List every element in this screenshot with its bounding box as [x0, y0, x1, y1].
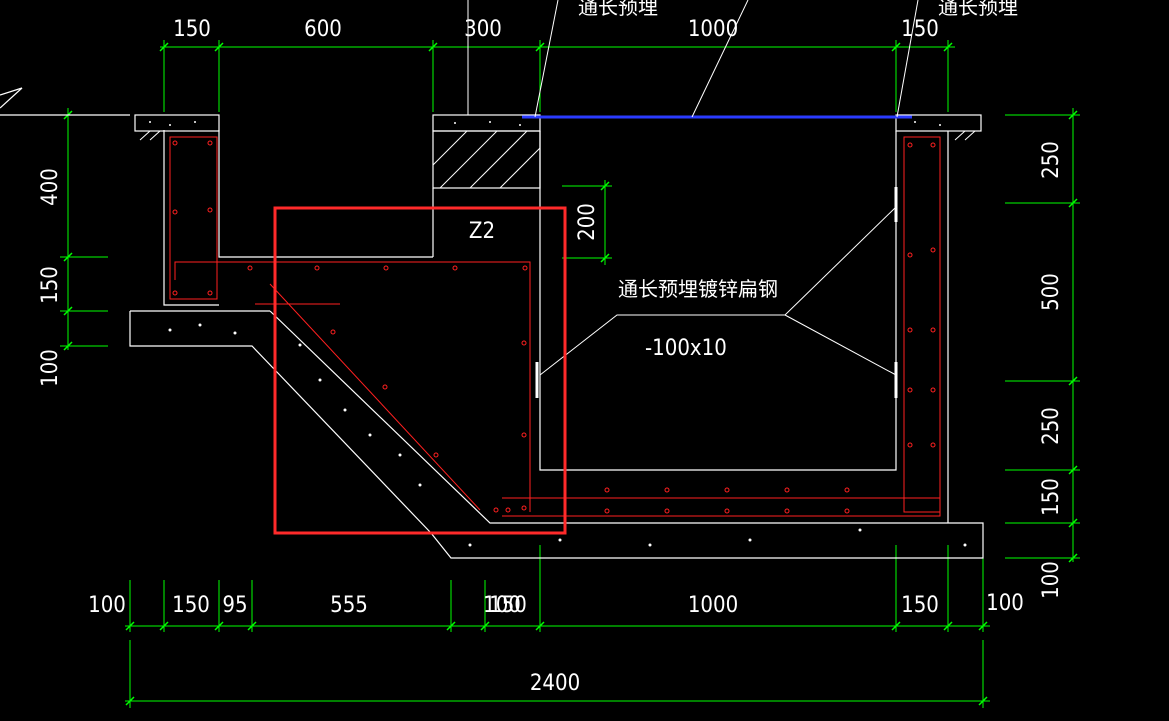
right-dim-1: 500: [1039, 273, 1064, 311]
steel-size-label: -100x10: [645, 336, 727, 361]
concrete-texture: [149, 121, 967, 547]
top-dim-3: 1000: [688, 17, 738, 42]
left-dim-1: 150: [38, 266, 63, 304]
bottom-dim-8: 100: [986, 591, 1024, 616]
total-dim: 2400: [530, 671, 580, 696]
highlight-box: [273, 206, 567, 535]
ground-hatch: [139, 130, 976, 141]
left-dim-2: 100: [38, 349, 63, 387]
top-dim-4: 150: [901, 17, 939, 42]
right-dim-4: 100: [1039, 561, 1064, 599]
rebar-dots: [172, 140, 936, 514]
leader-lines: [467, 0, 919, 376]
column-hatch: [432, 130, 541, 189]
bottom-dim-6: 1000: [688, 593, 738, 618]
bottom-dim-7: 150: [901, 593, 939, 618]
embed-label-right: 通长预埋: [938, 0, 1018, 19]
bottom-dim-3: 555: [330, 593, 368, 618]
embed-label-left: 通长预埋: [578, 0, 658, 19]
left-dim-0: 400: [38, 168, 63, 206]
top-dim-2: 300: [464, 17, 502, 42]
structure-outline: [0, 87, 984, 559]
bottom-dim-1: 150: [172, 593, 210, 618]
bottom-dim-4: 100: [483, 593, 521, 618]
embed-plates: [535, 187, 898, 398]
column-label: Z2: [469, 219, 495, 244]
galvanized-steel-label: 通长预埋镀锌扁钢: [618, 277, 778, 301]
right-dim-0: 250: [1039, 141, 1064, 179]
bottom-dim-2: 95: [222, 593, 247, 618]
top-dim-1: 600: [304, 17, 342, 42]
right-dim-3: 150: [1039, 478, 1064, 516]
bottom-dim-5: 150: [489, 593, 527, 618]
inner-dim: 200: [575, 203, 600, 241]
bottom-dim-0: 100: [88, 593, 126, 618]
dimension-ticks: [63, 42, 1078, 706]
top-dim-0: 150: [173, 17, 211, 42]
right-dim-2: 250: [1039, 407, 1064, 445]
rebar-lines: [169, 136, 941, 517]
